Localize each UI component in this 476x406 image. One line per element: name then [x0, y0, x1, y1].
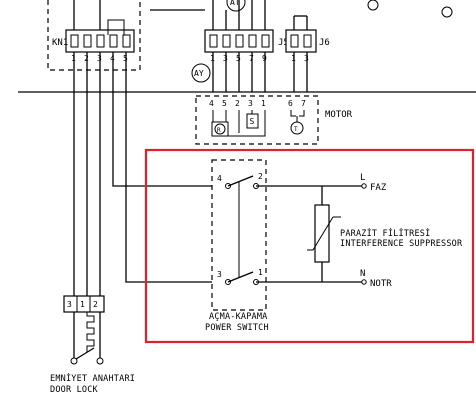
j5-pin-slots — [209, 34, 270, 48]
line-terminal — [361, 183, 367, 189]
motor-r-symbol: R — [217, 127, 221, 134]
switch-terminal-4: 4 — [217, 174, 222, 183]
motor-pin-1: 1 — [261, 99, 266, 108]
kn1-pin-slots — [70, 34, 131, 48]
line-name: FAZ — [370, 183, 387, 193]
door-lock-pin-2: 2 — [93, 300, 98, 309]
motor-r-circle — [214, 123, 226, 135]
motor-s-box — [246, 113, 259, 129]
kn1-wire-5-to-switch — [125, 52, 212, 283]
top-terminal-circle-a — [367, 0, 379, 11]
motor-r-box — [211, 121, 229, 137]
motor-pin-2: 2 — [235, 99, 240, 108]
switch-terminal-3: 3 — [217, 270, 222, 279]
motor-t-circle — [290, 121, 304, 135]
motor-pin-7: 7 — [301, 99, 306, 108]
neutral-terminal — [361, 279, 367, 285]
power-switch-body — [211, 159, 267, 311]
top-terminal-circle-b — [441, 6, 453, 18]
door-lock-pin-3: 3 — [67, 300, 72, 309]
neutral-name: NOTR — [370, 279, 392, 289]
motor-label: MOTOR — [325, 110, 353, 120]
motor-pin-6: 6 — [288, 99, 293, 108]
kn1-label: KN1 — [52, 38, 68, 48]
power-switch-label-en: POWER SWITCH — [205, 323, 269, 333]
power-switch-label-tr: AÇMA-KAPAMA — [209, 312, 268, 322]
filter-body — [314, 204, 330, 263]
j5-label: J5 — [278, 38, 289, 48]
filter-label-en: INTERFERENCE SUPPRESSOR — [340, 239, 463, 249]
switch-terminal-1: 1 — [258, 268, 263, 277]
switch-contact-bottom — [227, 271, 254, 283]
door-lock-pin-1: 1 — [80, 300, 85, 309]
motor-s-symbol: S — [250, 117, 255, 126]
j6-label: J6 — [319, 38, 330, 48]
door-lock-label-en: DOOR LOCK — [50, 385, 99, 395]
kn1-wire-4-to-switch — [112, 52, 212, 187]
line-letter: L — [360, 173, 365, 183]
door-lock-label-tr: EMNİYET ANAHTARI — [50, 373, 135, 384]
filter-varistor-mark — [307, 216, 334, 251]
switch-terminal-2: 2 — [258, 172, 263, 181]
j6-wires — [293, 15, 308, 92]
door-lock-mechanism — [70, 312, 104, 365]
kn1-jumper — [107, 19, 125, 35]
power-switch-terminals — [225, 183, 259, 285]
ay-badge-label: AY — [194, 69, 204, 78]
ay-badge-circle — [191, 63, 211, 83]
motor-pin-3: 3 — [248, 99, 253, 108]
motor-enclosure — [195, 95, 319, 145]
door-lock-connector — [63, 295, 105, 313]
highlight-frame — [144, 148, 475, 344]
at-badge-circle — [226, 0, 246, 12]
j6-pin-slot-1 — [290, 34, 299, 48]
j6-pin-slot-3 — [303, 34, 312, 48]
at-badge-label: AT — [230, 0, 240, 7]
j5-connector-body — [204, 29, 274, 53]
motor-pin-5: 5 — [222, 99, 227, 108]
switch-contact-top — [227, 175, 254, 187]
motor-pin-4: 4 — [209, 99, 214, 108]
filter-label-tr: PARAZİT FİLİTRESİ — [340, 228, 430, 239]
j5-wires — [212, 0, 266, 92]
neutral-letter: N — [360, 269, 365, 279]
motor-t-symbol: T — [294, 126, 298, 133]
